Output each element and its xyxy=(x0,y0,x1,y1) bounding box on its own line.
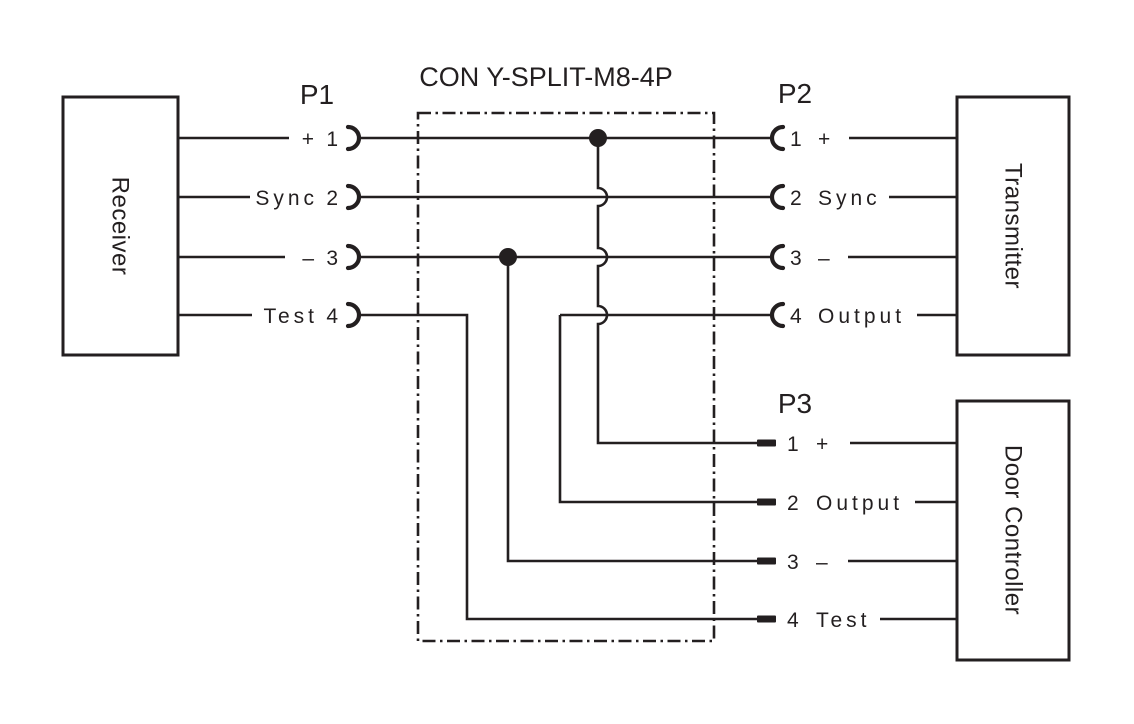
wire-test-p1-p3 xyxy=(359,313,757,621)
p1-pin2-signal: Sync xyxy=(255,187,318,210)
p3-pin3-terminal-icon xyxy=(757,557,776,565)
wire-output-p2-p3 xyxy=(558,315,757,504)
p2-pin2-signal: Sync xyxy=(818,187,881,210)
p3-pin2-signal: Output xyxy=(816,492,903,515)
p2-pin4-number: 4 xyxy=(790,305,802,328)
p2-pin3-socket-icon xyxy=(769,243,786,271)
p2-pin1-number: 1 xyxy=(790,128,802,151)
p3-pin2-number: 2 xyxy=(787,492,799,515)
p3-pin1-number: 1 xyxy=(787,433,799,456)
transmitter-box xyxy=(955,95,1071,357)
p1-pin2-socket-icon xyxy=(345,183,362,211)
p1-pin1-socket-icon xyxy=(345,124,362,152)
y-split-connector-box xyxy=(416,111,716,643)
p1-pin4-signal: Test xyxy=(263,305,318,328)
receiver-label: Receiver xyxy=(107,177,134,276)
p2-pin4-signal: Output xyxy=(818,305,905,328)
diagram-title: CON Y-SPLIT-M8-4P xyxy=(419,62,673,92)
p3-pin4-terminal-icon xyxy=(757,615,776,623)
p1-pin3-socket-icon xyxy=(345,243,362,271)
junction-dot-minus xyxy=(499,248,517,266)
p2-pin3-number: 3 xyxy=(790,247,802,270)
p1-pin4-socket-icon xyxy=(345,301,362,329)
junction-dot-plus xyxy=(589,129,607,147)
p1-pin2-number: 2 xyxy=(326,187,338,210)
p1-pin4-number: 4 xyxy=(326,305,338,328)
p2-pin1-socket-icon xyxy=(769,124,786,152)
p3-pin3-number: 3 xyxy=(787,551,799,574)
p2-pin2-number: 2 xyxy=(790,187,802,210)
p3-pin4-signal: Test xyxy=(816,609,871,632)
p2-pin2-socket-icon xyxy=(769,183,786,211)
door-controller-box xyxy=(955,399,1071,662)
p1-pin1-number: 1 xyxy=(326,128,338,151)
p3-pin4-number: 4 xyxy=(787,609,799,632)
wire-minus-branch-p3 xyxy=(506,257,757,563)
p2-pin3-signal: – xyxy=(818,247,834,270)
p2-pin4-socket-icon xyxy=(769,301,786,329)
p3-pin2-terminal-icon xyxy=(757,498,776,506)
receiver-box xyxy=(61,95,180,357)
p3-label: P3 xyxy=(778,388,812,419)
p2-pin1-signal: + xyxy=(818,128,834,151)
p2-label: P2 xyxy=(778,78,812,109)
transmitter-label: Transmitter xyxy=(1000,163,1027,289)
wire-plus-branch-p3 xyxy=(596,138,757,445)
door-controller-label: Door Controller xyxy=(1000,445,1027,615)
p1-label: P1 xyxy=(300,79,334,110)
p1-pin3-signal: – xyxy=(302,247,318,270)
p1-pin1-signal: + xyxy=(302,128,318,151)
p3-pin1-signal: + xyxy=(816,433,832,456)
p3-pin1-terminal-icon xyxy=(757,439,776,447)
p1-pin3-number: 3 xyxy=(326,247,338,270)
p3-pin3-signal: – xyxy=(816,551,832,574)
